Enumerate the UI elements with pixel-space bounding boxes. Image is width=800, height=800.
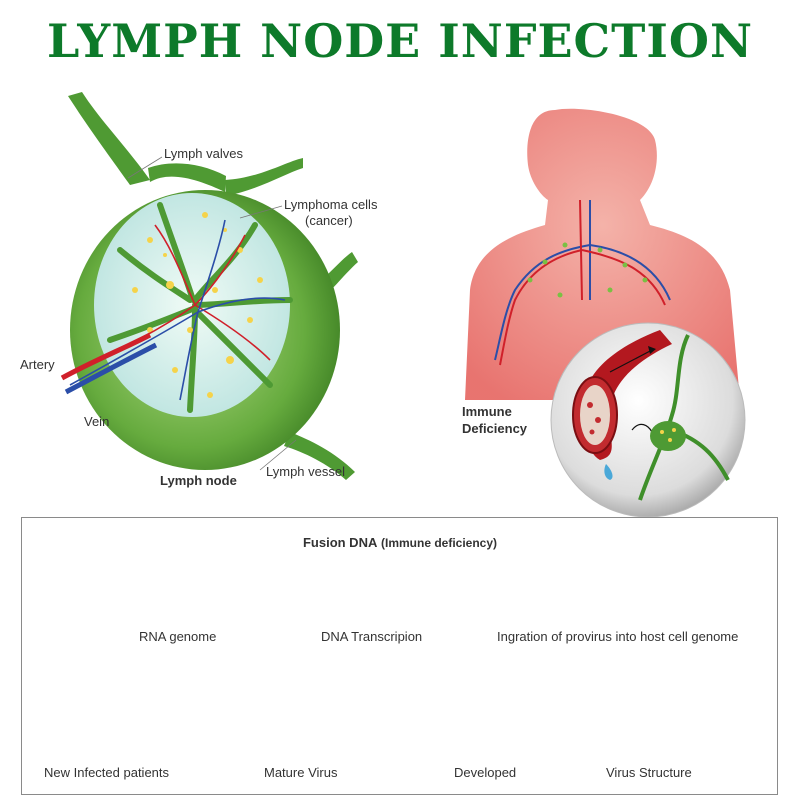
label-lymph-vessel: Lymph vessel (266, 464, 345, 479)
lymph-vessel-bottom (284, 432, 355, 480)
label-artery: Artery (20, 357, 55, 372)
label-vein: Vein (84, 414, 110, 429)
page-title: LYMPH NODE INFECTION (46, 14, 754, 68)
step-virus-structure: Virus Structure (606, 765, 692, 780)
panel-heading-sub: (Immune deficiency) (380, 536, 498, 550)
artery-vessel (60, 332, 152, 381)
lymph-vessel-top (68, 92, 303, 196)
step-dna-transcription: DNA Transcripion (321, 629, 423, 644)
step-rna-genome: RNA genome (139, 629, 217, 644)
label-immune: Immune (462, 404, 512, 419)
fusion-dna-panel (21, 517, 778, 795)
step-new-infected: New Infected patients (44, 765, 170, 780)
label-lymphoma-cells: Lymphoma cells (284, 197, 378, 212)
step-integration: Ingration of provirus into host cell gen… (497, 629, 739, 644)
label-lymph-valves: Lymph valves (164, 146, 243, 161)
step-developed: Developed (454, 765, 517, 780)
label-lymph-node: Lymph node (160, 473, 237, 488)
label-deficiency: Deficiency (462, 421, 528, 436)
step-mature-virus: Mature Virus (264, 765, 338, 780)
magnified-vessel-view (550, 322, 746, 518)
vein-vessel (64, 342, 158, 395)
label-lymphoma-cancer: (cancer) (305, 213, 353, 228)
badge-b: B (74, 711, 84, 726)
panel-heading-main: Fusion DNA (302, 535, 378, 550)
panel-heading: Fusion DNA (Immune deficiency) (0, 535, 800, 550)
badge-a: A (140, 578, 150, 593)
